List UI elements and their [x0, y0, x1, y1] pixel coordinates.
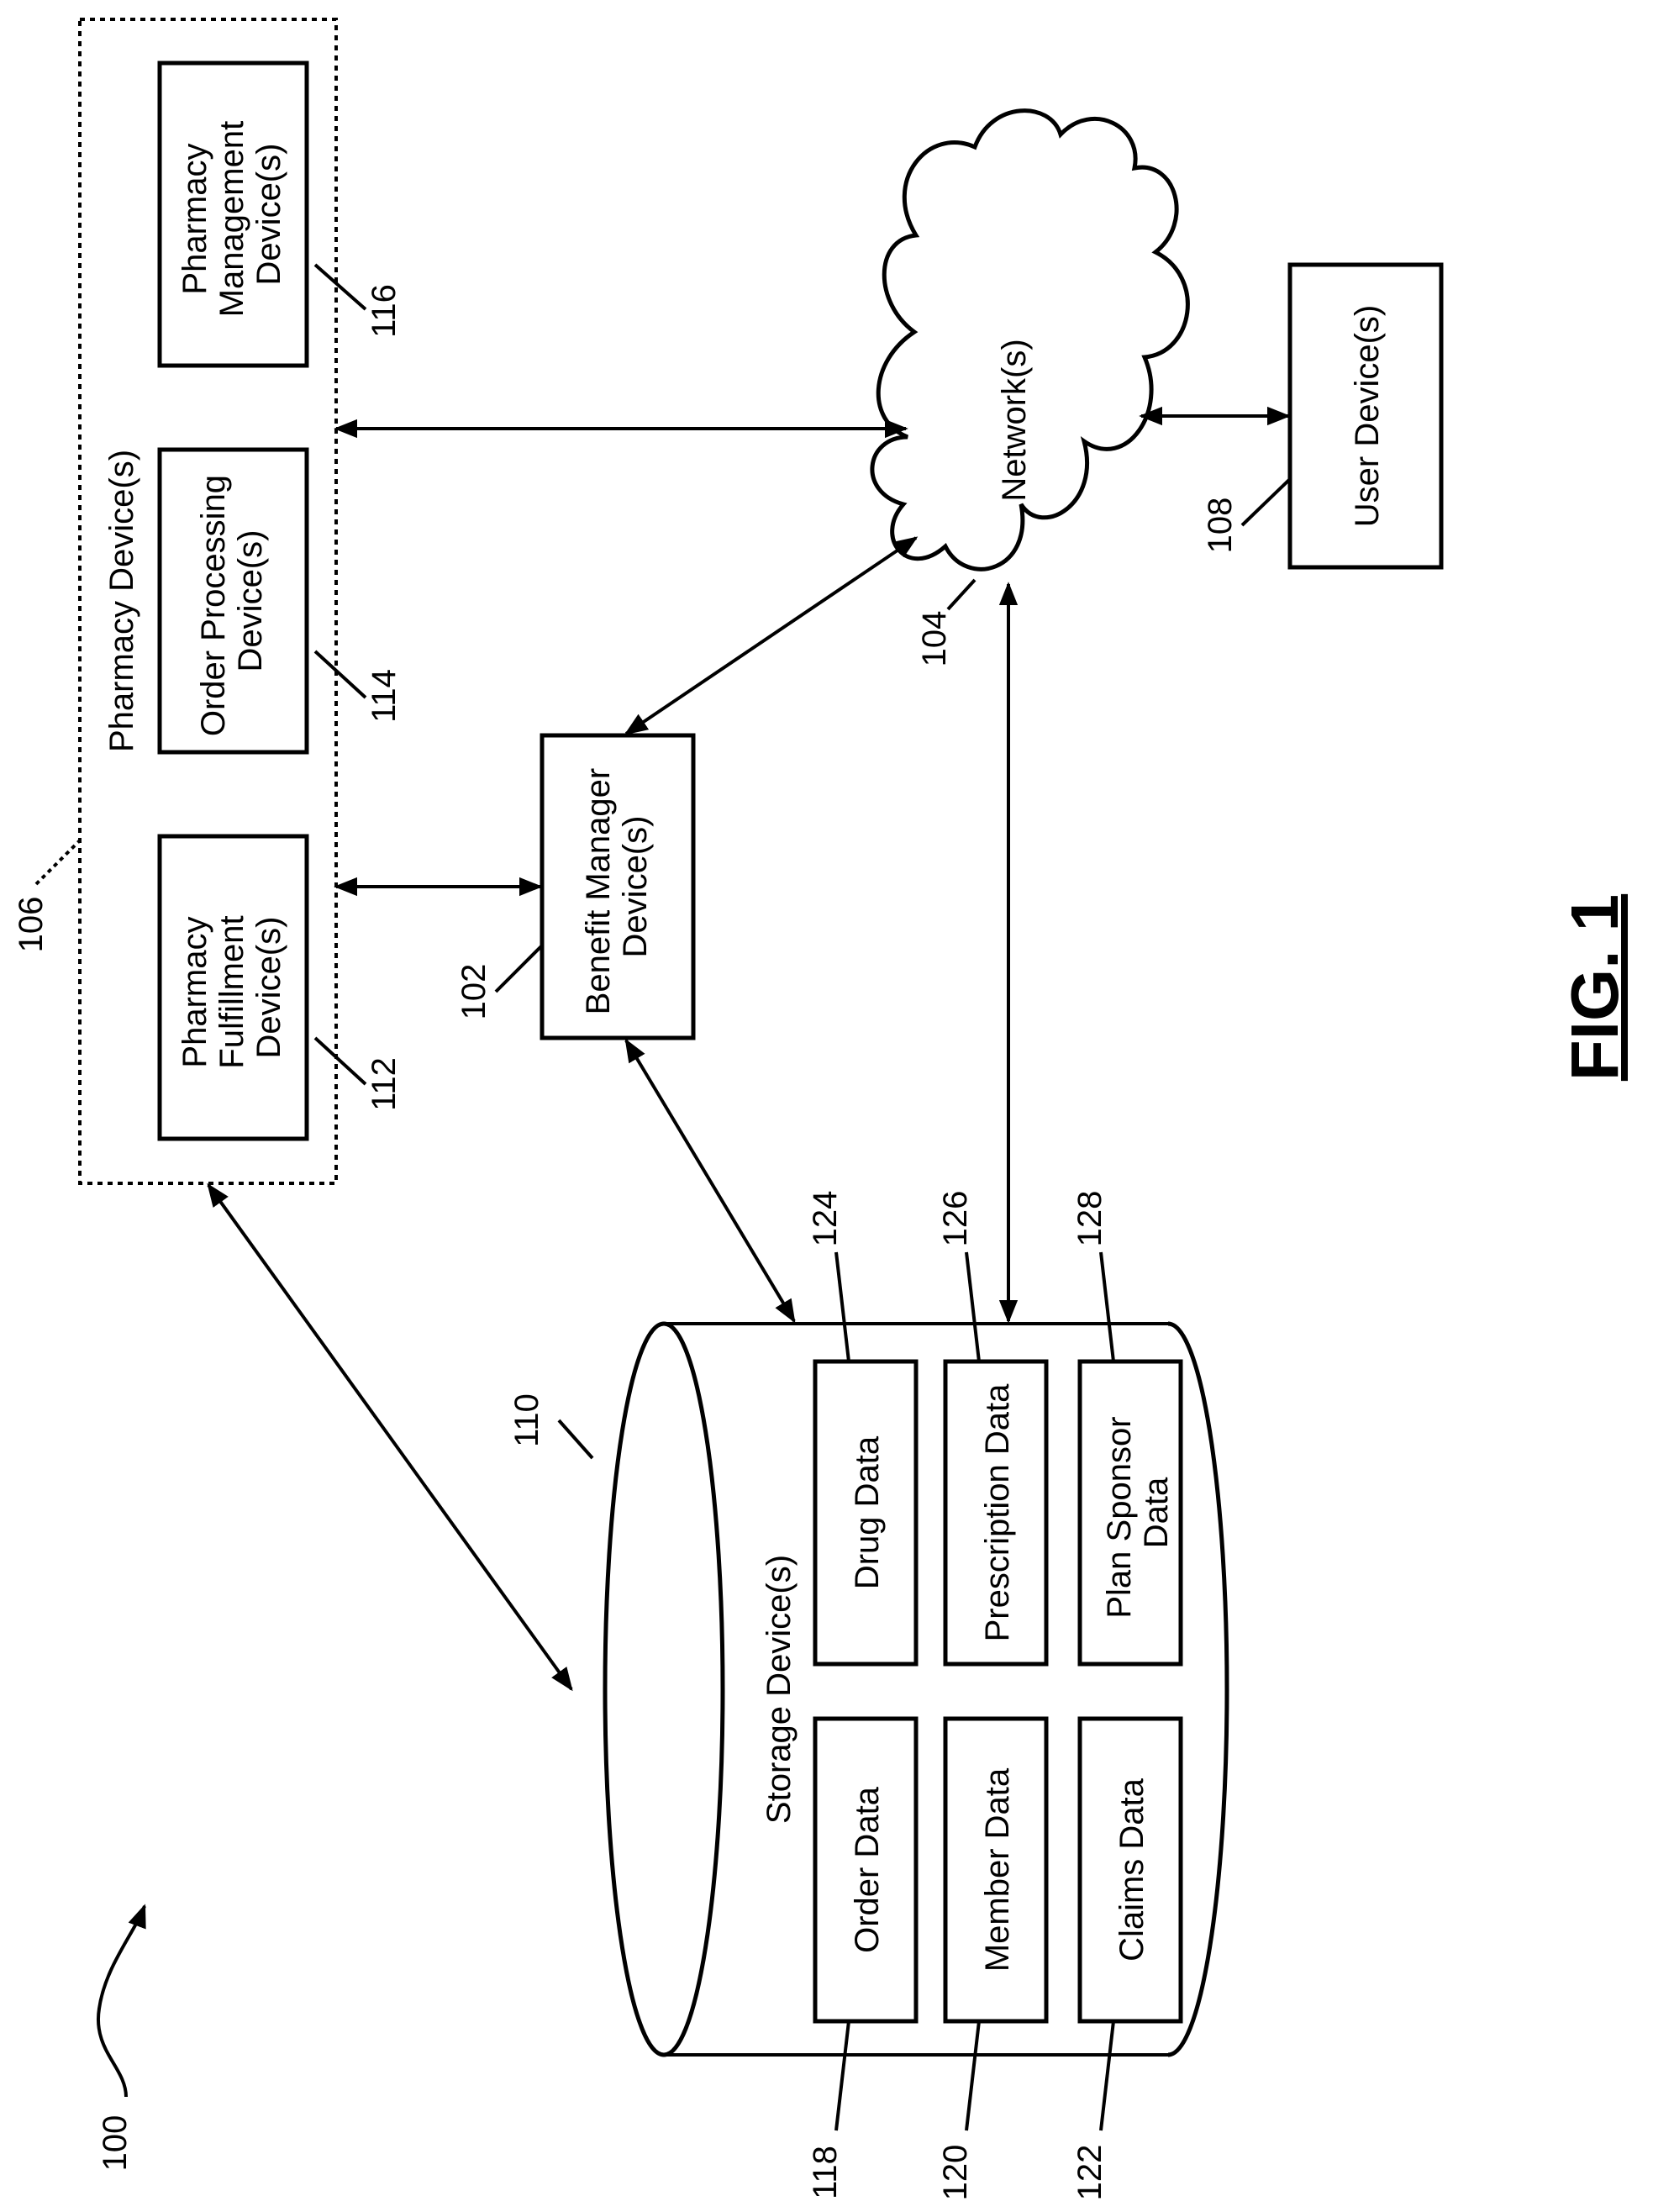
storage-cylinder-near-end	[605, 1324, 723, 2055]
ref-108: 108	[1202, 498, 1239, 554]
claims-data-label: Claims Data	[1113, 1778, 1150, 1962]
leader-110	[559, 1420, 592, 1458]
leader-116	[315, 265, 366, 309]
ref-102: 102	[455, 964, 492, 1020]
pharmacy-devices-label: Pharmacy Device(s)	[103, 450, 140, 752]
leader-104	[948, 580, 975, 609]
ref-112: 112	[366, 1057, 403, 1111]
member-data-label: Member Data	[979, 1767, 1016, 1972]
ref-128: 128	[1071, 1191, 1108, 1247]
drug-data-label: Drug Data	[849, 1435, 886, 1589]
ref-110: 110	[508, 1393, 545, 1447]
ref-122: 122	[1071, 2145, 1108, 2201]
pharmacy-fulfillment-label: Pharmacy Fulfillment Device(s)	[176, 906, 287, 1068]
arrow-benefit-storage	[626, 1040, 794, 1321]
ref-126: 126	[937, 1191, 974, 1247]
prescription-data-label: Prescription Data	[979, 1383, 1016, 1642]
leader-112	[315, 1038, 366, 1084]
arrow-benefit-network	[626, 538, 916, 734]
leader-100	[98, 1906, 145, 2097]
leader-106	[36, 840, 80, 884]
user-device-label: User Device(s)	[1349, 305, 1386, 527]
network-label: Network(s)	[996, 339, 1033, 501]
figure-label: FIG. 1	[1557, 894, 1632, 1081]
ref-118: 118	[807, 2146, 844, 2199]
storage-label: Storage Device(s)	[761, 1555, 798, 1824]
leader-114	[315, 651, 366, 698]
ref-100: 100	[97, 2115, 134, 2172]
ref-124: 124	[807, 1191, 844, 1247]
ref-106: 106	[13, 897, 50, 953]
leader-108	[1242, 479, 1290, 525]
ref-114: 114	[366, 669, 403, 723]
ref-116: 116	[366, 284, 403, 338]
order-data-label: Order Data	[849, 1786, 886, 1953]
leader-102	[496, 945, 542, 992]
ref-104: 104	[916, 611, 953, 667]
ref-120: 120	[937, 2145, 974, 2201]
